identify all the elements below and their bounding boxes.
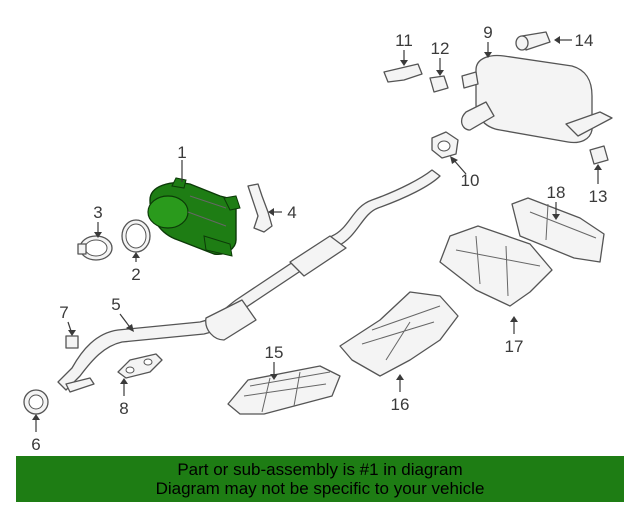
rear-muffler-part[interactable] bbox=[460, 54, 613, 144]
tailpipe-tip-part[interactable] bbox=[515, 31, 551, 51]
clamp-part[interactable] bbox=[77, 235, 113, 261]
callout-2[interactable]: 2 bbox=[131, 265, 140, 284]
callout-13[interactable]: 13 bbox=[589, 187, 608, 206]
callout-leaders bbox=[32, 36, 602, 432]
callout-18[interactable]: 18 bbox=[547, 183, 566, 202]
callout-8[interactable]: 8 bbox=[119, 399, 128, 418]
hanger-bracket-part[interactable] bbox=[383, 63, 423, 83]
rubber-mount-part[interactable] bbox=[431, 131, 459, 159]
callout-12[interactable]: 12 bbox=[431, 39, 450, 58]
callout-labels: 1 2 3 4 5 6 7 8 9 10 11 12 13 14 15 16 1… bbox=[31, 23, 607, 454]
exhaust-pipe-assembly[interactable] bbox=[57, 169, 441, 393]
callout-6[interactable]: 6 bbox=[31, 435, 40, 454]
clamp-6-part[interactable] bbox=[23, 389, 49, 415]
callout-1[interactable]: 1 bbox=[177, 143, 186, 162]
callout-4[interactable]: 4 bbox=[287, 203, 296, 222]
hanger-part[interactable] bbox=[65, 335, 79, 349]
heat-shield-18[interactable] bbox=[511, 197, 605, 263]
sensor-part[interactable] bbox=[589, 145, 609, 165]
callout-5[interactable]: 5 bbox=[111, 295, 120, 314]
mount-bracket-part[interactable] bbox=[117, 353, 163, 379]
callout-11[interactable]: 11 bbox=[395, 31, 413, 50]
notice-line-1: Part or sub-assembly is #1 in diagram bbox=[177, 460, 463, 479]
exhaust-parts-diagram: 1 2 3 4 5 6 7 8 9 10 11 12 13 14 15 16 1… bbox=[23, 23, 613, 454]
callout-15[interactable]: 15 bbox=[265, 343, 284, 362]
catalytic-converter-highlighted[interactable] bbox=[147, 177, 241, 257]
callout-14[interactable]: 14 bbox=[575, 31, 594, 50]
bracket-part[interactable] bbox=[247, 183, 273, 233]
callout-9[interactable]: 9 bbox=[483, 23, 492, 42]
diagram-notice-banner: Part or sub-assembly is #1 in diagram Di… bbox=[16, 456, 624, 502]
heat-shield-17[interactable] bbox=[439, 225, 553, 307]
heat-shield-15[interactable] bbox=[227, 365, 341, 415]
notice-line-2: Diagram may not be specific to your vehi… bbox=[155, 479, 485, 498]
gasket-part[interactable] bbox=[121, 219, 151, 253]
heat-shield-16[interactable] bbox=[339, 291, 459, 377]
callout-10[interactable]: 10 bbox=[461, 171, 480, 190]
callout-17[interactable]: 17 bbox=[505, 337, 524, 356]
isolator-part[interactable] bbox=[429, 75, 449, 93]
callout-16[interactable]: 16 bbox=[391, 395, 410, 414]
callout-3[interactable]: 3 bbox=[93, 203, 102, 222]
callout-7[interactable]: 7 bbox=[59, 303, 68, 322]
